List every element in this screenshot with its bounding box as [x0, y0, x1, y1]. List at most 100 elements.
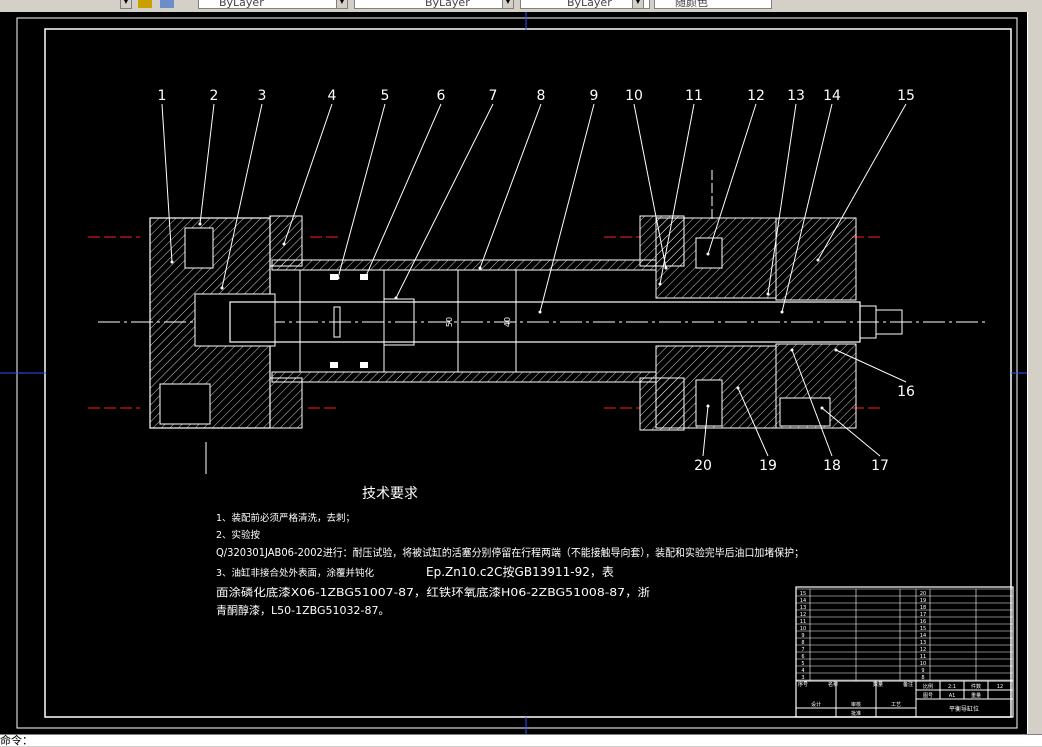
leader-line-19	[737, 387, 769, 457]
bom-header-cell: 名称	[828, 681, 838, 688]
plotstyle-combo[interactable]: 随颜色	[654, 0, 772, 9]
layer-combo[interactable]: ByLayer	[198, 0, 348, 9]
part-number-4: 4	[328, 88, 337, 104]
leader-line-2	[199, 103, 215, 225]
tech-line-2: 2、实验按	[216, 529, 261, 541]
bom-left-number: 13	[800, 605, 806, 611]
approve-label: 批准	[851, 710, 861, 717]
sheet-value: A1	[949, 693, 956, 699]
linetype-combo[interactable]: ByLayer	[354, 0, 514, 9]
part-number-20: 20	[694, 458, 712, 474]
leader-line-11	[659, 103, 695, 285]
leader-line-4	[283, 103, 333, 245]
leader-line-1	[161, 103, 173, 263]
part-number-2: 2	[210, 88, 219, 104]
linetype-combo-arrow[interactable]: ▼	[502, 0, 514, 9]
bom-left-number: 5	[801, 661, 804, 667]
bom-right-number: 17	[920, 612, 926, 618]
dimension-label-0: 50	[445, 317, 454, 327]
leader-dot-3	[220, 286, 224, 290]
leader-line-13	[767, 103, 797, 295]
leader-line-8	[479, 103, 542, 269]
bom-left-number: 9	[801, 633, 804, 639]
bom-left-number: 8	[801, 640, 804, 646]
bom-header-cell: 备注	[903, 681, 913, 688]
bom-right-number: 11	[920, 654, 926, 660]
piston-rod	[229, 270, 903, 372]
leader-dot-13	[766, 292, 770, 296]
leader-line-16	[835, 349, 907, 383]
command-prompt: 命令：	[0, 734, 33, 747]
bom-header-cell: 序号	[798, 681, 808, 688]
leader-line-9	[539, 103, 595, 313]
bom-right-number: 18	[920, 605, 926, 611]
leader-line-5	[337, 103, 386, 279]
leader-dot-17	[820, 406, 824, 410]
scale-value: 2:1	[948, 684, 956, 690]
lineweight-combo[interactable]: ByLayer	[520, 0, 650, 9]
dimension-labels: 50 40	[445, 317, 512, 327]
bom-right-number: 15	[920, 626, 926, 632]
leader-dot-9	[538, 310, 542, 314]
properties-toolbar: ▼ ByLayer ▼ ByLayer ▼ ByLayer ▼ 随颜色	[0, 0, 1042, 12]
part-number-10: 10	[625, 88, 643, 104]
leader-line-10	[633, 103, 667, 269]
leader-dot-12	[706, 252, 710, 256]
tech-line-7: 青酮醇漆，L50-1ZBG51032-87。	[216, 603, 389, 617]
part-number-6: 6	[437, 88, 446, 104]
left-end-cap	[149, 215, 303, 429]
part-number-16: 16	[897, 384, 915, 400]
tech-line-1: 1、装配前必须严格清洗，去刺；	[216, 512, 355, 524]
leader-line-3	[221, 103, 263, 289]
leader-dot-4	[282, 242, 286, 246]
bom-left-number: 7	[801, 647, 804, 653]
layer-combo-arrow[interactable]: ▼	[336, 0, 348, 9]
toolbar-dropdown-arrow[interactable]: ▼	[120, 0, 132, 9]
leader-dot-16	[834, 348, 838, 352]
part-number-18: 18	[823, 458, 841, 474]
leader-line-7	[395, 103, 494, 299]
sheet-label: 图号	[923, 693, 933, 699]
bom-left-number: 14	[800, 598, 806, 604]
tech-title: 技术要求	[362, 486, 418, 502]
part-number-9: 9	[590, 88, 599, 104]
leader-dot-15	[816, 258, 820, 262]
right-end-cap	[639, 215, 857, 431]
lineweight-combo-arrow[interactable]: ▼	[632, 0, 644, 9]
leader-dot-14	[780, 310, 784, 314]
layer-state-icon[interactable]	[138, 0, 152, 8]
vertical-scrollbar[interactable]	[1027, 12, 1042, 734]
bom-left-number: 3	[801, 675, 804, 681]
part-number-13: 13	[787, 88, 805, 104]
bom-left-number: 6	[801, 654, 804, 660]
part-number-8: 8	[537, 88, 546, 104]
bom-right-number: 9	[921, 668, 924, 674]
leader-line-17	[821, 407, 881, 457]
piston	[299, 269, 385, 373]
bom-right-number: 20	[920, 591, 926, 597]
leader-dot-5	[336, 276, 340, 280]
command-line[interactable]: 命令：	[0, 734, 1042, 747]
bom-right-number: 19	[920, 598, 926, 604]
leader-line-14	[781, 103, 833, 313]
part-number-19: 19	[759, 458, 777, 474]
part-number-17: 17	[871, 458, 889, 474]
leader-line-18	[791, 349, 833, 457]
part-number-14: 14	[823, 88, 841, 104]
bom-left-number: 15	[800, 591, 806, 597]
part-number-3: 3	[258, 88, 267, 104]
layer-manager-icon[interactable]	[160, 0, 174, 8]
bom-left-number: 4	[801, 668, 804, 674]
dimension-label-1: 40	[503, 317, 512, 327]
leader-dot-10	[664, 266, 668, 270]
tech-line-6: 面涂磷化底漆X06-1ZBG51007-87，红铁环氧底漆H06-2ZBG510…	[216, 585, 650, 599]
leader-dot-18	[790, 348, 794, 352]
bom-left-number: 11	[800, 619, 806, 625]
bom-right-number: 13	[920, 640, 926, 646]
leader-dot-2	[198, 222, 202, 226]
leader-line-20	[702, 405, 709, 457]
leader-line-6	[365, 103, 442, 277]
